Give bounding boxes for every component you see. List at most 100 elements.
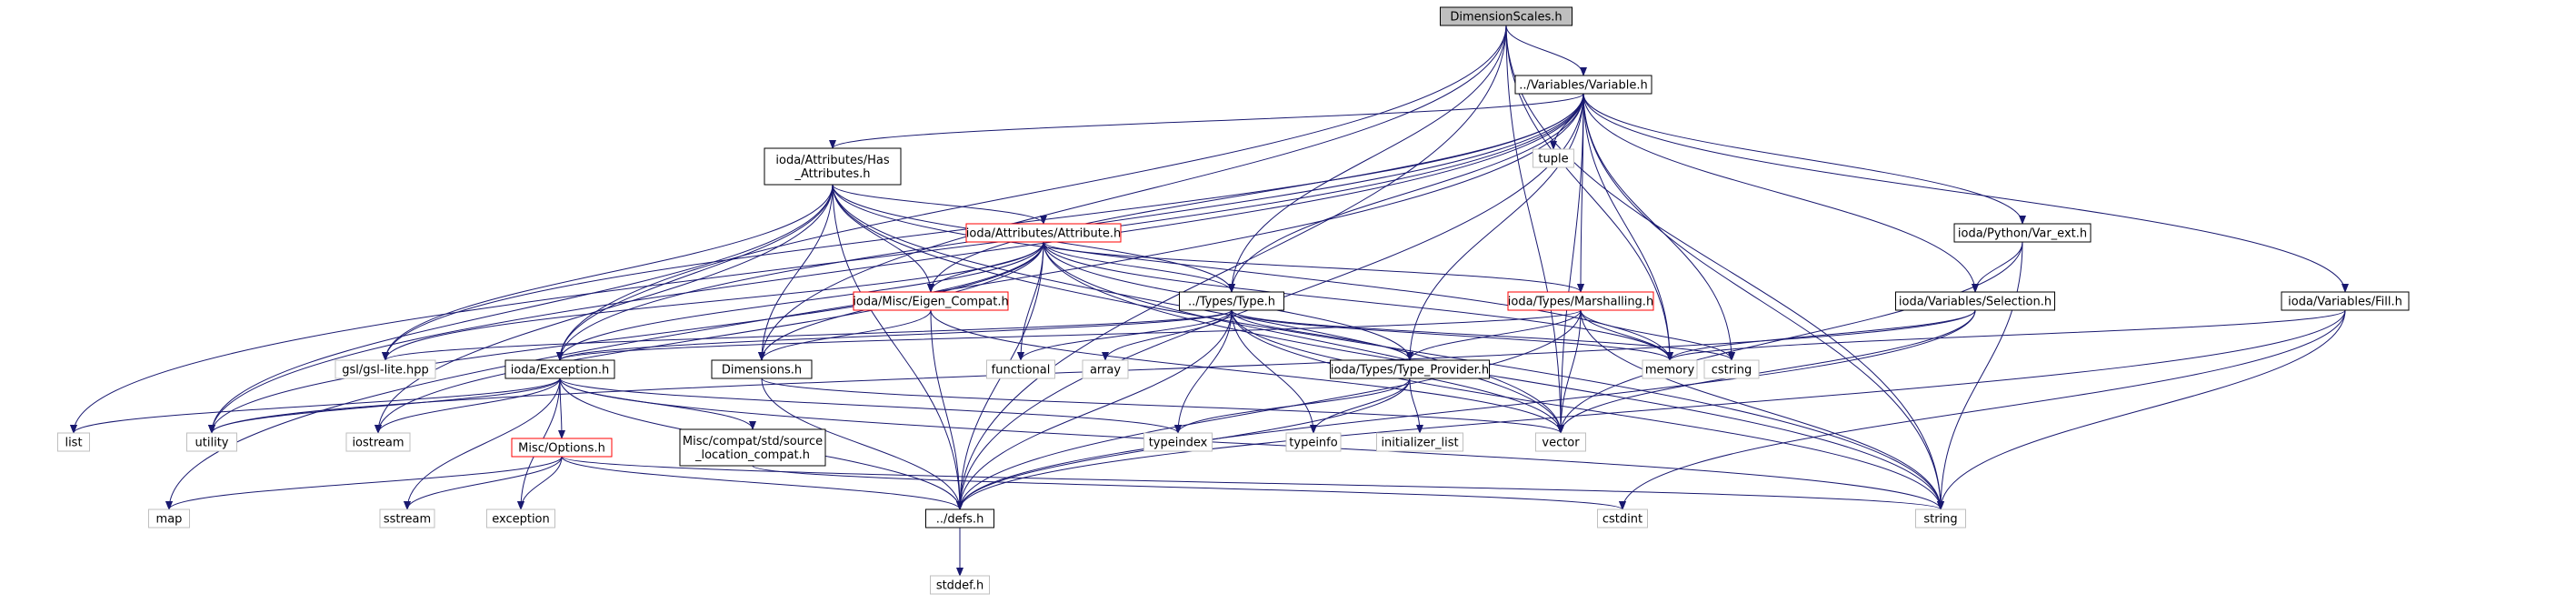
node-box <box>711 359 813 379</box>
node-options[interactable]: Misc/Options.h <box>511 438 613 458</box>
node-box <box>334 359 436 379</box>
edge-typeprovider-to-initlist <box>1409 378 1423 434</box>
edge-type-to-memory <box>1231 309 1673 361</box>
edge-pyvar-to-string <box>1937 241 2023 510</box>
node-variable[interactable]: ../Variables/Variable.h <box>1514 75 1652 95</box>
node-label: ioda/Variables/Fill.h <box>2288 296 2402 309</box>
edge-variable-to-memory <box>1583 93 1673 361</box>
node-list: list <box>57 432 90 452</box>
node-label: ioda/Python/Var_ext.h <box>1958 227 2087 241</box>
edge-variable-to-typeprovider <box>1406 93 1584 361</box>
node-box <box>930 575 990 595</box>
node-exceptionstd: exception <box>486 508 555 528</box>
node-label: functional <box>992 364 1051 378</box>
node-cstring: cstring <box>1703 359 1760 379</box>
edge-exception-to-options <box>557 378 565 439</box>
node-box <box>57 432 90 452</box>
node-label: list <box>65 437 82 450</box>
node-box <box>1082 359 1129 379</box>
node-box <box>186 432 237 452</box>
edge-dimscales-to-variable <box>1505 25 1587 76</box>
edge-attribute-to-memory <box>1043 241 1673 361</box>
node-pyvar[interactable]: ioda/Python/Var_ext.h <box>1953 223 2092 243</box>
node-functional: functional <box>986 359 1055 379</box>
edge-hasattrs-to-utility <box>208 184 834 434</box>
node-stddef: stddef.h <box>930 575 990 595</box>
node-box <box>345 432 411 452</box>
node-box <box>1285 432 1342 452</box>
edge-type-to-defs <box>956 309 1233 510</box>
edge-dimscales-to-defs <box>956 25 1507 510</box>
node-hasattrs[interactable]: ioda/Attributes/Has_Attributes.h <box>764 147 902 186</box>
edge-variable-to-selection <box>1583 93 1979 293</box>
edge-attribute-to-type <box>1043 241 1235 293</box>
node-attribute[interactable]: ioda/Attributes/Attribute.h <box>965 223 1122 243</box>
edge-options-to-defs <box>561 456 964 510</box>
edge-fill-to-defs <box>956 309 2346 510</box>
node-label: ioda/Types/Marshalling.h <box>1508 296 1653 309</box>
edge-variable-to-cstring <box>1583 93 1735 361</box>
node-box <box>986 359 1055 379</box>
node-marshalling[interactable]: ioda/Types/Marshalling.h <box>1507 291 1654 311</box>
node-map: map <box>148 508 190 528</box>
node-tuple: tuple <box>1533 148 1574 168</box>
node-label: Misc/compat/std/source <box>683 435 823 448</box>
node-exception[interactable]: ioda/Exception.h <box>504 359 615 379</box>
node-array: array <box>1082 359 1129 379</box>
node-box <box>2281 291 2410 311</box>
edge-marshalling-to-vector <box>1557 309 1582 434</box>
edge-variable-to-hasattrs <box>829 93 1584 149</box>
edge-attribute-to-exception <box>556 241 1044 361</box>
edge-exception-to-list <box>70 378 561 434</box>
node-iostream: iostream <box>345 432 411 452</box>
node-label: ../Types/Type.h <box>1188 296 1275 309</box>
edge-selection-to-vector <box>1557 309 1976 434</box>
edge-srcloc-to-cstdint <box>752 465 1626 510</box>
node-label: initializer_list <box>1381 437 1458 450</box>
edge-variable-to-fill <box>1583 93 2349 293</box>
node-box <box>1535 432 1586 452</box>
node-selection[interactable]: ioda/Variables/Selection.h <box>1895 291 2055 311</box>
edge-type-to-array <box>1102 309 1233 361</box>
edge-hasattrs-to-defs <box>832 184 964 510</box>
edge-options-to-map <box>165 456 563 510</box>
edge-variable-to-string <box>1583 93 1944 510</box>
edge-typeprovider-to-typeinfo <box>1310 378 1411 434</box>
edge-hasattrs-to-dimensions <box>758 184 834 361</box>
edge-typeprovider-to-typeindex <box>1174 378 1411 434</box>
node-dimscales[interactable]: DimensionScales.h <box>1440 6 1573 26</box>
edge-type-to-typeprovider <box>1231 309 1413 361</box>
node-box <box>679 428 826 467</box>
edge-variable-to-type <box>1228 93 1584 293</box>
node-label: ioda/Types/Type_Provider.h <box>1331 364 1489 378</box>
node-layer: DimensionScales.h ../Variables/Variable.h… <box>57 6 2410 595</box>
node-label: DimensionScales.h <box>1450 11 1562 25</box>
node-box <box>1507 291 1654 311</box>
node-box <box>1179 291 1284 311</box>
edge-type-to-exception <box>556 309 1233 361</box>
edge-fill-to-memory <box>1666 309 2346 361</box>
node-box <box>1514 75 1652 95</box>
node-dimensions[interactable]: Dimensions.h <box>711 359 813 379</box>
edge-hasattrs-to-gsllite <box>382 184 834 361</box>
node-label: vector <box>1542 437 1580 450</box>
node-label: typeinfo <box>1289 437 1337 450</box>
node-box <box>1895 291 2055 311</box>
node-type[interactable]: ../Types/Type.h <box>1179 291 1284 311</box>
edge-marshalling-to-typeprovider <box>1406 309 1582 361</box>
node-eigen[interactable]: ioda/Misc/Eigen_Compat.h <box>853 291 1009 311</box>
node-label: iostream <box>352 437 404 450</box>
node-fill[interactable]: ioda/Variables/Fill.h <box>2281 291 2410 311</box>
edge-type-to-functional <box>1017 309 1233 361</box>
edge-dimensions-to-vector <box>761 378 1564 434</box>
node-srcloc[interactable]: Misc/compat/std/source_location_compat.h <box>679 428 826 467</box>
node-box <box>1915 508 1966 528</box>
edge-variable-to-utility <box>208 93 1584 434</box>
node-label: typeindex <box>1149 437 1208 450</box>
edge-dimscales-to-type <box>1228 25 1507 293</box>
node-defs[interactable]: ../defs.h <box>925 508 994 528</box>
node-box <box>511 438 613 458</box>
node-label: tuple <box>1538 153 1568 166</box>
edge-variable-to-list <box>70 93 1584 434</box>
node-typeprovider[interactable]: ioda/Types/Type_Provider.h <box>1330 359 1490 379</box>
